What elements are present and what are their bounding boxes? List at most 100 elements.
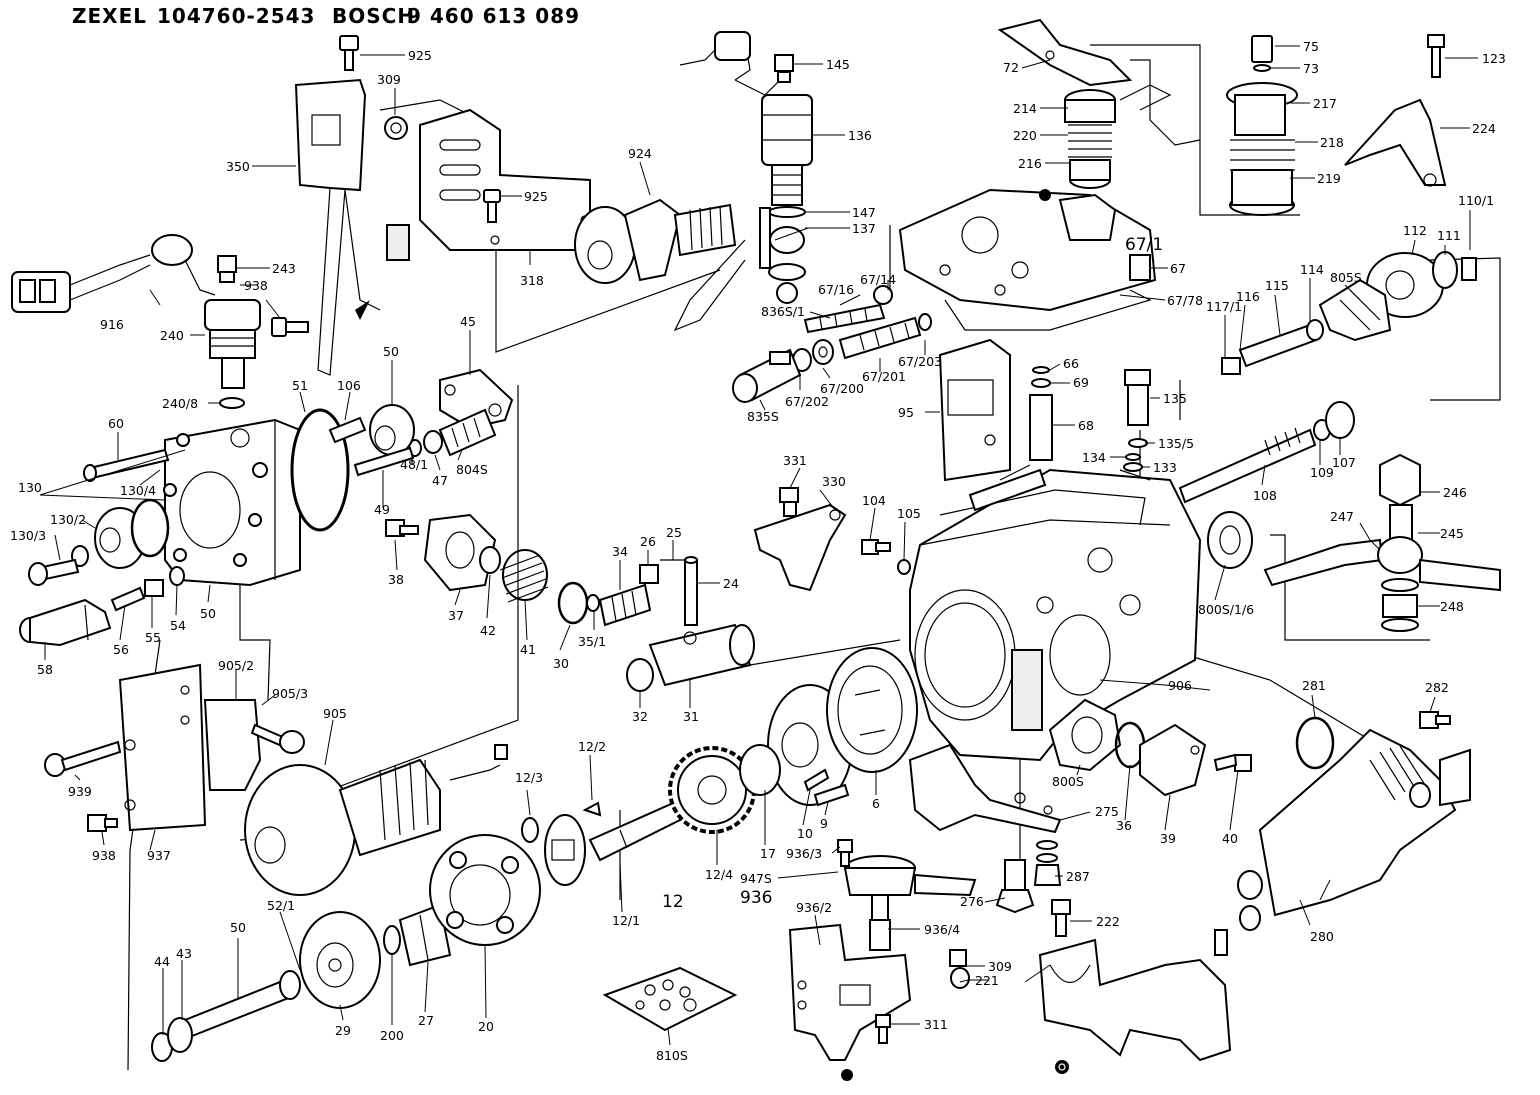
label-805s: 805S bbox=[1330, 270, 1362, 285]
nut-309-upper bbox=[384, 116, 408, 140]
pin-9 bbox=[813, 783, 850, 807]
label-218: 218 bbox=[1320, 135, 1344, 150]
label-26: 26 bbox=[640, 534, 656, 549]
label-107: 107 bbox=[1332, 455, 1356, 470]
label-30: 30 bbox=[553, 656, 569, 671]
label-12: 12 bbox=[662, 892, 684, 912]
label-75: 75 bbox=[1303, 39, 1319, 54]
governor-block-95 bbox=[938, 338, 1011, 482]
sleeve-31 bbox=[648, 623, 755, 687]
label-67-14: 67/14 bbox=[860, 272, 896, 287]
bolt-925-mid bbox=[483, 189, 501, 223]
label-130-3: 130/3 bbox=[10, 528, 46, 543]
label-276: 276 bbox=[960, 894, 984, 909]
label-67-203: 67/203 bbox=[898, 354, 942, 369]
nut-243 bbox=[217, 255, 237, 283]
pin-26-25 bbox=[639, 559, 686, 584]
label-105: 105 bbox=[897, 506, 921, 521]
plate-37 bbox=[423, 513, 497, 592]
label-66: 66 bbox=[1063, 356, 1079, 371]
key-12-2 bbox=[582, 801, 602, 817]
governor-cover-67 bbox=[898, 188, 1157, 331]
label-67-16: 67/16 bbox=[818, 282, 854, 297]
label-145: 145 bbox=[826, 57, 850, 72]
pin-24 bbox=[684, 556, 698, 626]
spring-67-201 bbox=[838, 313, 932, 360]
label-95: 95 bbox=[898, 405, 914, 420]
label-240: 240 bbox=[160, 328, 184, 343]
label-60: 60 bbox=[108, 416, 124, 431]
spring-804s bbox=[438, 408, 497, 457]
valve-240 bbox=[204, 299, 261, 409]
ring-30 bbox=[557, 581, 589, 625]
label-135: 135 bbox=[1163, 391, 1187, 406]
label-947s: 947S bbox=[740, 871, 772, 886]
label-924: 924 bbox=[628, 146, 652, 161]
gasket-800s bbox=[1048, 698, 1122, 772]
bolt-905-3 bbox=[250, 723, 305, 754]
connector-916 bbox=[11, 234, 216, 313]
label-31: 31 bbox=[683, 709, 699, 724]
washer-67-200 bbox=[812, 339, 834, 365]
spring-68 bbox=[1029, 366, 1053, 461]
label-247: 247 bbox=[1330, 509, 1354, 524]
label-311: 311 bbox=[924, 1017, 948, 1032]
bolt-1303 bbox=[28, 558, 80, 586]
label-17: 17 bbox=[760, 846, 776, 861]
piston-50-upper bbox=[353, 404, 415, 477]
label-309-upper: 309 bbox=[377, 72, 401, 87]
label-69: 69 bbox=[1073, 375, 1089, 390]
label-34: 34 bbox=[612, 544, 628, 559]
label-245: 245 bbox=[1440, 526, 1464, 541]
label-200: 200 bbox=[380, 1028, 404, 1043]
label-104: 104 bbox=[862, 493, 886, 508]
label-835s: 835S bbox=[747, 409, 779, 424]
label-221: 221 bbox=[975, 973, 999, 988]
bolt-123 bbox=[1427, 34, 1445, 78]
label-35-1: 35/1 bbox=[578, 634, 606, 649]
bolt-104 bbox=[861, 539, 891, 555]
label-217: 217 bbox=[1313, 96, 1337, 111]
label-939: 939 bbox=[68, 784, 92, 799]
seal-147-137 bbox=[673, 206, 806, 332]
label-938-lower: 938 bbox=[92, 848, 116, 863]
label-331: 331 bbox=[783, 453, 807, 468]
label-330: 330 bbox=[822, 474, 846, 489]
header-maker-2: BOSCH bbox=[332, 4, 416, 28]
cable-145 bbox=[679, 31, 781, 96]
label-39: 39 bbox=[1160, 831, 1176, 846]
spring-220-214-216 bbox=[1064, 84, 1172, 189]
label-936: 936 bbox=[740, 888, 772, 908]
label-49: 49 bbox=[374, 502, 390, 517]
header-part-number-2: 9 460 613 089 bbox=[407, 4, 581, 28]
timer-905 bbox=[244, 744, 508, 896]
nut-309-lower bbox=[949, 949, 970, 989]
label-12-4: 12/4 bbox=[705, 867, 733, 882]
bracket-224 bbox=[1344, 98, 1447, 187]
bracket-937 bbox=[118, 663, 207, 832]
washer-54 bbox=[169, 566, 185, 586]
label-916: 916 bbox=[100, 317, 124, 332]
label-936-4: 936/4 bbox=[924, 922, 960, 937]
label-10: 10 bbox=[797, 826, 813, 841]
label-224: 224 bbox=[1472, 121, 1496, 136]
coupling-12 bbox=[544, 814, 586, 886]
label-123: 123 bbox=[1482, 51, 1506, 66]
leader-lines bbox=[39, 45, 1478, 1046]
label-110-1: 110/1 bbox=[1458, 193, 1494, 208]
coupling-27 bbox=[398, 903, 452, 967]
screw-936-3 bbox=[837, 839, 853, 867]
label-905: 905 bbox=[323, 706, 347, 721]
label-12-1: 12/1 bbox=[612, 913, 640, 928]
label-147: 147 bbox=[852, 205, 876, 220]
screw-55 bbox=[144, 579, 164, 597]
bracket-275 bbox=[908, 743, 1062, 834]
cam-disk-29 bbox=[299, 911, 381, 1009]
label-112: 112 bbox=[1403, 223, 1427, 238]
label-41: 41 bbox=[520, 642, 536, 657]
label-282: 282 bbox=[1425, 680, 1449, 695]
label-73: 73 bbox=[1303, 61, 1319, 76]
label-38: 38 bbox=[388, 572, 404, 587]
label-6: 6 bbox=[872, 796, 880, 811]
